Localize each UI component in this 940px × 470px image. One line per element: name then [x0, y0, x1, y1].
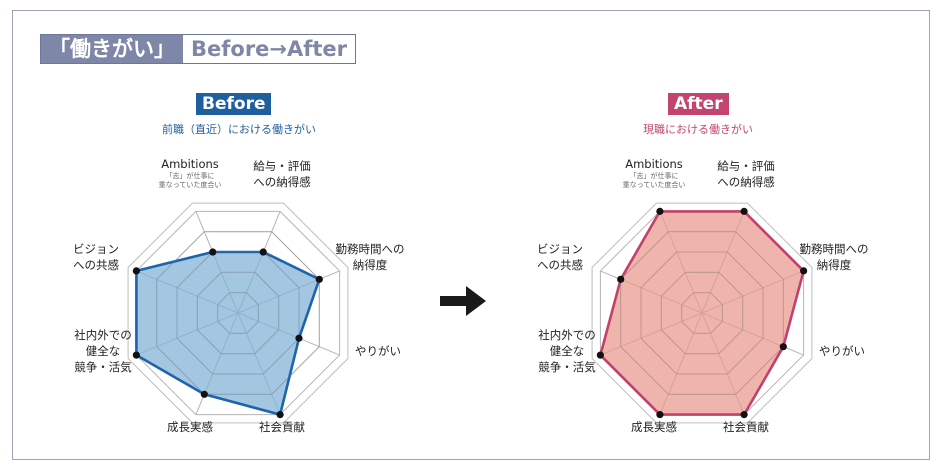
axis-note-line: 重なっていた度合い — [158, 181, 222, 189]
axis-label-line: 競争・活気 — [538, 360, 596, 374]
axis-label-line: 納得度 — [352, 258, 388, 272]
axis-label-line: Ambitions — [625, 157, 683, 171]
axis-label: ビジョンへの共感 — [73, 241, 119, 273]
axis-label: 勤務時間への納得度 — [800, 241, 869, 273]
radar-data-point — [200, 390, 208, 398]
radar-grid-overlay — [660, 271, 744, 355]
axis-label: 勤務時間への納得度 — [336, 241, 405, 273]
axis-label-line: やりがい — [819, 344, 865, 358]
radar-grid-overlay — [640, 251, 764, 375]
radar-grid-overlay — [196, 271, 280, 355]
axis-label-line: 給与・評価 — [253, 159, 311, 173]
axis-label-line: への納得感 — [717, 175, 775, 189]
after-subtitle: 現職における働きがい — [643, 123, 753, 136]
axis-label-line: への納得感 — [253, 175, 311, 189]
radar-data-point — [656, 207, 664, 215]
before-badge: Before — [196, 93, 272, 115]
axis-label-line: Ambitions — [161, 157, 219, 171]
axis-label-line: 社会貢献 — [259, 420, 305, 434]
axis-label: 社会貢献 — [723, 419, 769, 435]
axis-label-line: 成長実感 — [167, 420, 213, 434]
axis-label-line: 競争・活気 — [74, 360, 132, 374]
axis-label: 成長実感 — [167, 419, 213, 435]
axis-note-line: 「志」が仕事に — [629, 172, 679, 180]
axis-label: 成長実感 — [631, 419, 677, 435]
radar-data-point — [596, 351, 604, 359]
axis-label-line: 健全な — [85, 344, 121, 358]
axis-label: 社会貢献 — [259, 419, 305, 435]
axis-label-line: やりがい — [355, 344, 401, 358]
radar-data-point — [259, 248, 267, 256]
axis-label-line: ビジョン — [537, 242, 583, 256]
radar-data-point — [315, 275, 323, 283]
radar-data-point — [276, 411, 284, 419]
page-title: 「働きがい」 Before→After — [40, 34, 357, 64]
axis-label-line: への共感 — [537, 258, 583, 272]
radar-data-point — [132, 351, 140, 359]
before-subtitle: 前職（直近）における働きがい — [162, 123, 316, 136]
after-badge: After — [668, 93, 729, 115]
page-title-sub: Before→After — [183, 35, 356, 63]
radar-grid-overlay — [620, 231, 784, 395]
axis-label-line: 給与・評価 — [717, 159, 775, 173]
radar-data-point — [740, 207, 748, 215]
axis-label-line: 成長実感 — [631, 420, 677, 434]
axis-label-line: 健全な — [549, 344, 585, 358]
axis-label: やりがい — [819, 343, 865, 359]
axis-label: 社内外での健全な競争・活気 — [74, 327, 132, 375]
axis-label-line: 勤務時間への — [799, 242, 869, 256]
arrow-right-icon — [440, 286, 486, 316]
axis-label: Ambitions「志」が仕事に重なっていた度合い — [623, 156, 686, 190]
radar-data-point — [800, 267, 808, 275]
axis-label: やりがい — [355, 343, 401, 359]
axis-note-line: 重なっていた度合い — [622, 181, 686, 189]
radar-data-point — [209, 248, 217, 256]
radar-data-point — [132, 267, 140, 275]
outer-frame — [12, 10, 930, 460]
radar-data-point — [656, 411, 664, 419]
axis-label-line: への共感 — [73, 258, 119, 272]
axis-label-line: 勤務時間への — [335, 242, 405, 256]
radar-data-point — [740, 411, 748, 419]
radar-data-point — [779, 343, 787, 351]
radar-data-point — [295, 334, 303, 342]
axis-label-line: ビジョン — [73, 242, 119, 256]
radar-data-point — [617, 275, 625, 283]
radar-grid-overlay — [681, 292, 723, 334]
axis-label-line: 納得度 — [816, 258, 852, 272]
axis-label: ビジョンへの共感 — [537, 241, 583, 273]
axis-label-line: 社会貢献 — [723, 420, 769, 434]
axis-note-line: 「志」が仕事に — [165, 172, 215, 180]
axis-label: Ambitions「志」が仕事に重なっていた度合い — [159, 156, 222, 190]
page-title-main: 「働きがい」 — [41, 35, 183, 63]
axis-label: 給与・評価への納得感 — [253, 158, 311, 190]
axis-label: 給与・評価への納得感 — [717, 158, 775, 190]
axis-label-line: 社内外での — [538, 328, 596, 342]
axis-label-line: 社内外での — [74, 328, 132, 342]
axis-label: 社内外での健全な競争・活気 — [538, 327, 596, 375]
radar-grid-overlay — [217, 292, 259, 334]
radar-grid-overlay — [176, 251, 300, 375]
